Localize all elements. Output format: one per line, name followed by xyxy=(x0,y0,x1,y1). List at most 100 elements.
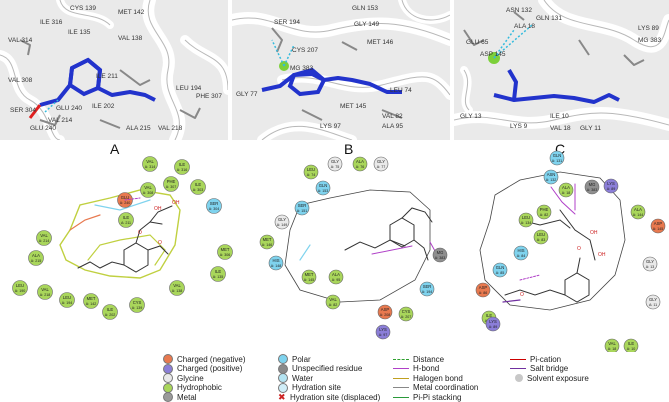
residue-circle xyxy=(206,198,222,214)
residue-name: MG xyxy=(437,250,444,255)
protein-ribbon-edge xyxy=(463,69,470,111)
legend-line xyxy=(510,358,526,360)
legend-item-col1-2: Glycine xyxy=(163,373,204,383)
residue-circle xyxy=(398,306,414,322)
residue-label: MET 142 xyxy=(118,9,145,16)
residue-number: A: 304 xyxy=(209,207,219,211)
residue-name: MET xyxy=(221,247,230,252)
legend: Charged (negative)Charged (positive)Glyc… xyxy=(0,352,669,402)
residue-name: VAL xyxy=(608,341,616,346)
residue-name: LYS xyxy=(379,327,387,332)
residue-name: ILE xyxy=(179,162,185,167)
ligand-atom-label: OH xyxy=(590,230,598,236)
residue-name: ASP xyxy=(381,307,390,312)
residue-circle xyxy=(303,164,319,180)
legend-label: Halogen bond xyxy=(413,373,463,383)
residue-name: GLU xyxy=(121,195,130,200)
residue-label: ILE 135 xyxy=(68,29,91,36)
residue-number: A: 211 xyxy=(121,221,131,225)
residue-circle xyxy=(190,179,206,195)
residue-number: A: 303 xyxy=(193,188,203,192)
residue-label: GLN 153 xyxy=(352,5,378,12)
residue-circle xyxy=(140,182,156,198)
residue-name: MET xyxy=(263,237,272,242)
residue-circle xyxy=(650,218,666,234)
legend-swatch xyxy=(278,354,288,364)
legend-label: Metal xyxy=(177,392,197,402)
residue-name: ILE xyxy=(195,182,201,187)
residue-stick xyxy=(179,107,201,119)
protein-ribbon-edge xyxy=(401,0,450,21)
coordination-dash xyxy=(493,29,515,59)
residue-name: GLY xyxy=(331,159,339,164)
residue-label: ALA 215 xyxy=(126,125,151,132)
residue-circle xyxy=(513,245,529,261)
residue-number: A: 190 xyxy=(15,289,25,293)
ligand-bond xyxy=(147,245,169,255)
residue-number: A: 134 xyxy=(521,221,531,225)
protein-ribbon-edge xyxy=(543,0,669,48)
residue-stick xyxy=(578,39,590,56)
protein-ribbon-edge xyxy=(281,76,450,96)
residue-label: ALA 18 xyxy=(514,23,535,30)
residue-number: A: 95 xyxy=(332,278,340,282)
residue-number: A: 11 xyxy=(649,303,657,307)
residue-circle xyxy=(59,292,75,308)
residue-name: ASN xyxy=(547,172,556,177)
residue-circle xyxy=(518,212,534,228)
residue-name: GLN xyxy=(319,183,328,188)
residue-number: A: 77 xyxy=(377,165,385,169)
residue-number: A: 151 xyxy=(297,209,307,213)
residue-number: A: 18 xyxy=(608,347,616,351)
residue-name: ALA xyxy=(634,207,642,212)
legend-item-col2-3: Hydration site xyxy=(278,382,341,393)
legend-item-col1-0: Charged (negative) xyxy=(163,354,245,364)
residue-label: VAL 308 xyxy=(8,77,33,84)
residue-stick xyxy=(99,119,121,129)
residue-label: LYS 9 xyxy=(510,123,528,130)
residue-name: ILE xyxy=(107,307,113,312)
residue-number: A: 316 xyxy=(177,168,187,172)
residue-number: A: 153 xyxy=(318,189,328,193)
legend-swatch xyxy=(515,374,523,382)
residue-number: A: 82 xyxy=(540,213,548,217)
pocket-outline xyxy=(59,189,181,279)
legend-item-col3-1: H-bond xyxy=(393,364,439,374)
residue-number: A: 75 xyxy=(331,165,339,169)
protein-ribbon-edge xyxy=(454,112,669,126)
residue-label: VAL 138 xyxy=(118,35,143,42)
residue-circle xyxy=(36,230,52,246)
legend-label: Salt bridge xyxy=(530,364,569,373)
residue-name: VAL xyxy=(146,159,154,164)
legend-line xyxy=(510,368,526,369)
residue-circle xyxy=(129,297,145,313)
coordination-dash xyxy=(271,39,285,67)
residue-number: A: 240 xyxy=(120,201,130,205)
residue-name: VAL xyxy=(173,283,181,288)
ligand-sticks xyxy=(261,72,402,94)
residue-number: A: 144 xyxy=(633,213,643,217)
residue-name: MG xyxy=(589,182,596,187)
protein-ribbon xyxy=(142,0,186,140)
ligand-bond xyxy=(77,261,125,269)
legend-line xyxy=(393,396,409,398)
residue-stick xyxy=(271,27,283,53)
residue-name: LYS xyxy=(607,181,615,186)
residue-label: GLY 149 xyxy=(354,21,379,28)
residue-circle xyxy=(217,244,233,260)
